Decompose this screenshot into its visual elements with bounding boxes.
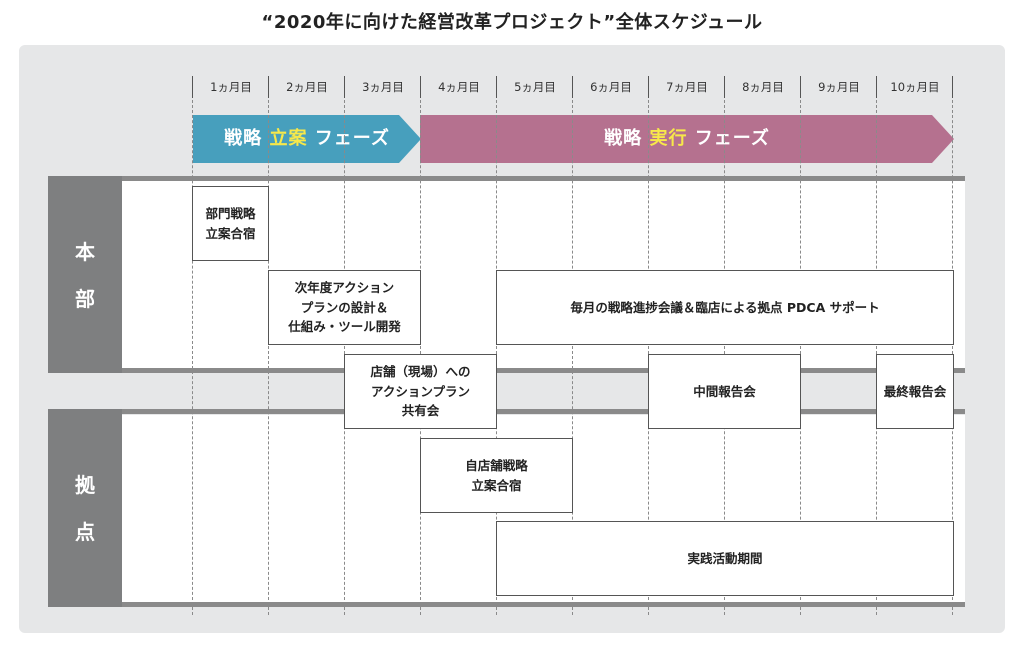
section-kyoten-char: 点 <box>75 520 95 544</box>
month-label: 5ヵ月目 <box>514 80 556 94</box>
phase-exec-suffix: フェーズ <box>687 128 770 149</box>
section-label-honbu: 本 部 <box>48 176 122 373</box>
month-label: 1ヵ月目 <box>210 80 252 94</box>
phase-exec-prefix: 戦略 <box>604 128 650 149</box>
month-label: 8ヵ月目 <box>742 80 784 94</box>
task-dept-strategy-camp: 部門戦略 立案合宿 <box>192 186 269 261</box>
lane-kyoten-bottom-bar <box>122 602 965 607</box>
page-title: “2020年に向けた経営改革プロジェクト”全体スケジュール <box>261 12 763 33</box>
month-label: 9ヵ月目 <box>818 80 860 94</box>
lane-honbu-top-bar <box>122 176 965 181</box>
task-interim-report: 中間報告会 <box>648 354 801 429</box>
month-separator <box>572 76 573 98</box>
lane-honbu-bottom-bar <box>122 368 965 373</box>
month-separator <box>952 76 953 98</box>
task-final-report: 最終報告会 <box>876 354 954 429</box>
task-monthly-pdca-support: 毎月の戦略進捗会議＆臨店による拠点 PDCA サポート <box>496 270 954 345</box>
month-label: 2ヵ月目 <box>286 80 328 94</box>
phase-exec-highlight: 実行 <box>649 128 688 149</box>
grid-line <box>268 100 269 615</box>
month-label: 10ヵ月目 <box>890 80 940 94</box>
section-label-kyoten: 拠 点 <box>48 409 122 607</box>
grid-line <box>572 100 573 615</box>
month-label: 6ヵ月目 <box>590 80 632 94</box>
task-practice-period: 実践活動期間 <box>496 521 954 596</box>
task-store-strategy-camp: 自店舗戦略 立案合宿 <box>420 438 573 513</box>
section-honbu-char: 本 <box>75 240 95 264</box>
month-separator <box>496 76 497 98</box>
month-separator <box>268 76 269 98</box>
month-separator <box>420 76 421 98</box>
month-separator <box>800 76 801 98</box>
month-label: 7ヵ月目 <box>666 80 708 94</box>
phase-arrow-plan: 戦略 立案 フェーズ <box>193 115 421 163</box>
month-separator <box>192 76 193 98</box>
lane-kyoten-top-bar <box>122 409 965 414</box>
month-separator <box>648 76 649 98</box>
phase-plan-suffix: フェーズ <box>307 128 390 149</box>
section-kyoten-char: 拠 <box>75 473 95 497</box>
month-label: 4ヵ月目 <box>438 80 480 94</box>
month-label: 3ヵ月目 <box>362 80 404 94</box>
month-separator <box>876 76 877 98</box>
section-honbu-char: 部 <box>75 287 95 311</box>
month-separator <box>724 76 725 98</box>
month-separator <box>344 76 345 98</box>
task-action-plan-sharing: 店舗（現場）への アクションプラン 共有会 <box>344 354 497 429</box>
grid-line <box>192 100 193 615</box>
phase-arrow-exec: 戦略 実行 フェーズ <box>420 115 954 163</box>
phase-plan-highlight: 立案 <box>269 128 308 149</box>
task-next-year-action-plan: 次年度アクション プランの設計＆ 仕組み・ツール開発 <box>268 270 421 345</box>
phase-plan-prefix: 戦略 <box>224 128 270 149</box>
